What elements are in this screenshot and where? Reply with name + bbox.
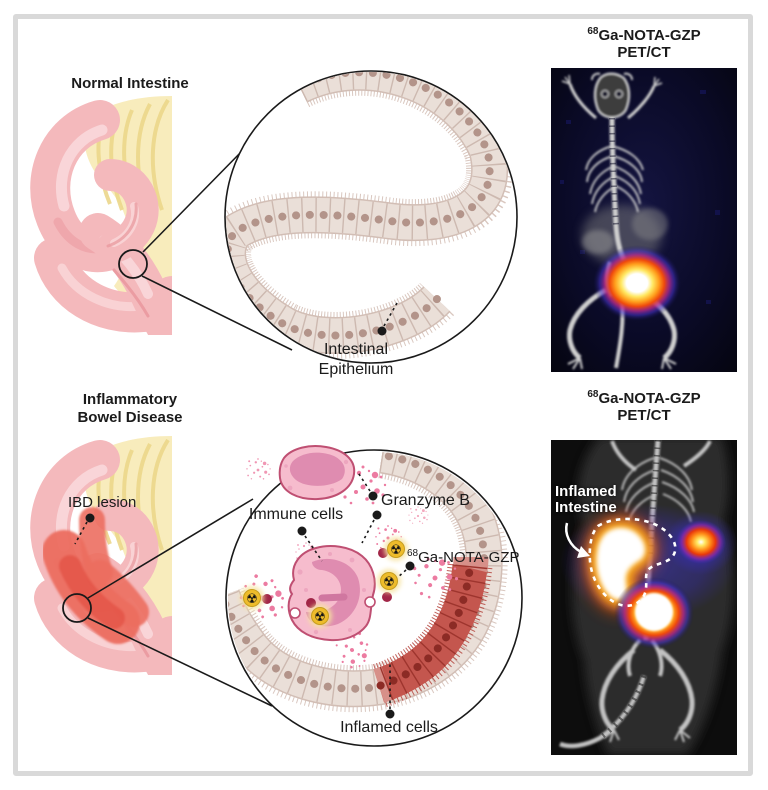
normal-intestine-illustration xyxy=(50,96,172,328)
inflamed-intestine-outline xyxy=(588,517,677,608)
normal-zoom-callout-lines xyxy=(141,147,293,351)
pet-title-line2: PET/CT xyxy=(617,407,671,424)
pet-title-line1: 68Ga-NOTA-GZP xyxy=(549,23,739,44)
epithelium-label-line1: Intestinal xyxy=(323,341,389,358)
ibd-lesion-annotation-dot xyxy=(85,513,95,523)
radiation-icon: ☢ xyxy=(246,592,258,607)
figure-frame xyxy=(13,14,753,776)
pet-hotspot-bladder xyxy=(593,245,681,321)
normal-pet-image xyxy=(551,68,737,372)
normal-inspection-circle xyxy=(118,249,148,279)
tracer-name: Ga-NOTA-GZP xyxy=(598,390,701,407)
radiation-icon: ☢ xyxy=(390,543,402,558)
ibd-lesion-area xyxy=(42,507,149,644)
ibd-zoom-callout-lines xyxy=(87,498,273,707)
radiation-icon: ☢ xyxy=(383,575,395,590)
overlay-label-line1: Inflamed xyxy=(555,483,617,500)
normal-intestine-label: Normal Intestine xyxy=(71,75,189,92)
ibd-pet-title: 68Ga-NOTA-GZP PET/CT xyxy=(549,386,739,424)
ibd-pet-image xyxy=(551,440,737,755)
intestinal-epithelium-label: Intestinal Epithelium xyxy=(294,340,418,380)
intestinal-epithelium-band xyxy=(226,72,513,359)
pet-hotspot-right xyxy=(676,520,726,564)
tracer-name: Ga-NOTA-GZP xyxy=(418,549,520,566)
epithelium-annotation-dot xyxy=(377,326,387,336)
tracer-molecules: ☢ ☢ ☢ ☢ xyxy=(240,537,408,628)
normal-pet-title: 68Ga-NOTA-GZP PET/CT xyxy=(549,23,739,61)
isotope-superscript: 68 xyxy=(587,389,599,400)
isotope-superscript: 68 xyxy=(587,26,599,37)
ibd-label-line2: Bowel Disease xyxy=(77,409,183,426)
pet-title-line1: 68Ga-NOTA-GZP xyxy=(549,386,739,407)
inflamed-intestine-arrow xyxy=(565,522,590,558)
granzyme-b-label: Granzyme B xyxy=(381,492,470,509)
inflamed-cells-segment xyxy=(371,556,493,708)
tracer-label: 68Ga-NOTA-GZP xyxy=(407,545,520,566)
inflamed-intestine-overlay-label: Inflamed Intestine xyxy=(555,484,639,516)
pet-title-line2: PET/CT xyxy=(617,44,671,61)
radiation-icon: ☢ xyxy=(314,610,326,625)
ibd-label: Inflammatory Bowel Disease xyxy=(30,391,230,427)
immune-cells-label: Immune cells xyxy=(248,506,344,523)
epithelium-label-line2: Epithelium xyxy=(318,361,394,378)
immune-cell-center xyxy=(287,545,376,642)
ibd-zoom-annotations xyxy=(304,470,407,709)
pet-hotspot-inflamed xyxy=(583,514,658,613)
ibd-label-line1: Inflammatory xyxy=(82,391,178,408)
ibd-inspection-circle xyxy=(62,593,92,623)
isotope-superscript: 68 xyxy=(407,548,419,559)
ibd-lesion-annotation-line xyxy=(74,521,88,545)
annotation-dots xyxy=(297,491,415,719)
ibd-epithelium-band xyxy=(228,452,508,713)
ibd-lesion-label: IBD lesion xyxy=(68,494,137,511)
inflamed-cells-label: Inflamed cells xyxy=(340,719,438,736)
ibd-intestine-illustration xyxy=(50,436,172,668)
immune-cell-top xyxy=(278,445,356,501)
tracer-name: Ga-NOTA-GZP xyxy=(598,27,701,44)
epithelium-annotation-line xyxy=(383,302,398,327)
overlay-label-line2: Intestine xyxy=(555,499,617,516)
